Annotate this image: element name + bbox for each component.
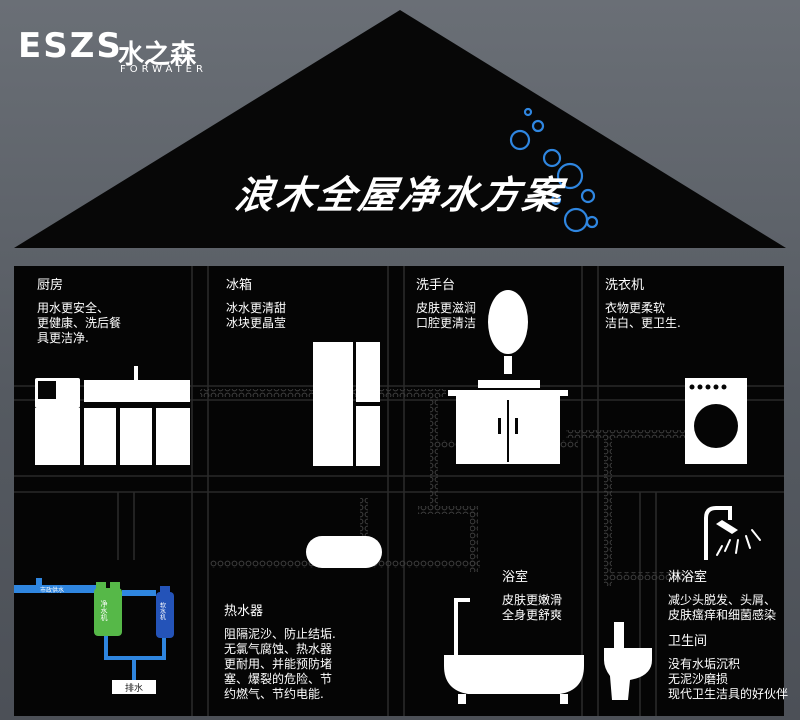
heater-title: 热水器	[224, 604, 264, 619]
heater-desc: 塞、爆裂的危险、节	[224, 672, 333, 686]
heater-desc: 无氯气腐蚀、热水器	[224, 642, 333, 656]
shower-desc: 皮肤瘙痒和细菌感染	[668, 608, 777, 622]
logo-eszs: ESZS	[18, 26, 123, 66]
purifier-tank-icon	[94, 582, 122, 636]
drain-label-box	[112, 680, 156, 694]
heater-desc: 更耐用、并能预防堵	[224, 657, 333, 671]
basin-desc: 口腔更清洁	[416, 316, 477, 330]
fridge-desc: 冰水更清甜	[226, 301, 287, 315]
basin-text: 洗手台 皮肤更滋润 口腔更清洁	[416, 278, 476, 331]
fridge-icon	[313, 342, 380, 466]
fridge-title: 冰箱	[226, 278, 253, 293]
main-title: 浪木全屋净水方案	[232, 173, 567, 217]
kitchen-desc: 用水更安全、	[37, 301, 110, 315]
wash-basin-icon	[448, 290, 568, 464]
washer-text: 洗衣机 衣物更柔软 洁白、更卫生.	[605, 278, 681, 331]
fridge-text: 冰箱 冰水更清甜 冰块更晶莹	[226, 278, 286, 331]
drain-pipe	[104, 636, 166, 684]
washer-desc: 衣物更柔软	[605, 301, 666, 315]
kitchen-desc: 具更洁净.	[37, 331, 89, 345]
basin-desc: 皮肤更滋润	[416, 301, 477, 315]
kitchen-desc: 更健康、洗后餐	[37, 316, 122, 330]
toilet-desc: 没有水垢沉积	[668, 657, 741, 671]
bubbles-icon	[509, 107, 599, 233]
bathtub-icon	[444, 598, 584, 704]
heater-desc: 阻隔泥沙、防止结垢.	[224, 627, 336, 641]
toilet-title: 卫生间	[668, 634, 708, 649]
connector-pipe	[122, 590, 156, 596]
heater-desc: 约燃气、节约电能.	[224, 687, 324, 701]
bathroom-desc: 皮肤更嫩滑	[502, 593, 563, 607]
bathroom-title: 浴室	[502, 570, 529, 585]
logo-name-en: FORWATER	[120, 64, 207, 75]
washer-title: 洗衣机	[605, 278, 645, 293]
kitchen-title: 厨房	[37, 278, 64, 293]
shower-text: 淋浴室 减少头脱发、头屑、 皮肤瘙痒和细菌感染	[668, 570, 776, 623]
shower-desc: 减少头脱发、头屑、	[668, 593, 777, 607]
water-inlet-pipe	[14, 578, 100, 593]
toilet-text: 卫生间 没有水垢沉积 无泥沙磨损 现代卫生洁具的好伙伴	[668, 634, 788, 702]
toilet-desc: 无泥沙磨损	[668, 672, 729, 686]
softener-label: 软水机	[159, 601, 166, 621]
inlet-label: 市政供水	[40, 586, 64, 594]
washer-desc: 洁白、更卫生.	[605, 316, 681, 330]
bathroom-desc: 全身更舒爽	[502, 608, 563, 622]
fridge-desc: 冰块更晶莹	[226, 316, 287, 330]
kitchen-icon	[35, 366, 190, 465]
logo-name-cn: 水之森	[118, 40, 197, 70]
softener-tank-icon	[156, 586, 174, 638]
kitchen-text: 厨房 用水更安全、 更健康、洗后餐 具更洁净.	[37, 278, 121, 346]
roof	[14, 10, 786, 248]
toilet-desc: 现代卫生洁具的好伙伴	[668, 687, 789, 701]
heater-text: 热水器 阻隔泥沙、防止结垢. 无氯气腐蚀、热水器 更耐用、并能预防堵 塞、爆裂的…	[224, 604, 336, 702]
bathroom-text: 浴室 皮肤更嫩滑 全身更舒爽	[502, 570, 562, 623]
shower-icon	[704, 506, 761, 560]
pipe-grid	[14, 266, 784, 716]
washing-machine-icon	[685, 378, 747, 464]
water-heater-icon	[306, 536, 382, 568]
toilet-icon	[604, 622, 652, 700]
purifier-label: 净水机	[100, 599, 108, 622]
drain-label: 排水	[125, 682, 143, 694]
basin-title: 洗手台	[416, 278, 456, 293]
shower-title: 淋浴室	[668, 570, 708, 585]
